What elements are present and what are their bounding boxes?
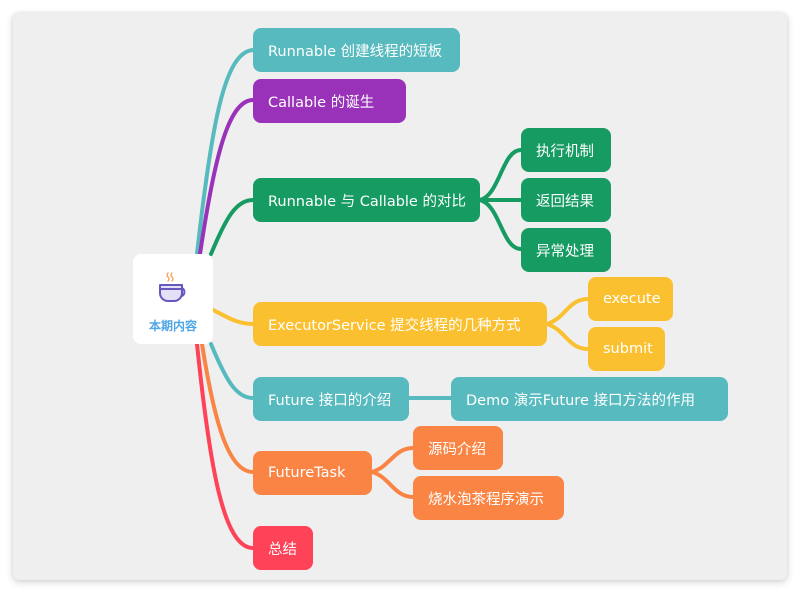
branch-runnable-shortcoming[interactable]: Runnable 创建线程的短板: [253, 28, 460, 72]
child-return-result[interactable]: 返回结果: [521, 178, 611, 222]
child-execute[interactable]: execute: [588, 277, 673, 321]
child-tea-demo[interactable]: 烧水泡茶程序演示: [413, 476, 564, 520]
child-future-demo[interactable]: Demo 演示Future 接口方法的作用: [451, 377, 728, 421]
root-node[interactable]: 本期内容: [133, 254, 213, 344]
child-exception-handling[interactable]: 异常处理: [521, 228, 611, 272]
branch-callable-birth[interactable]: Callable 的诞生: [253, 79, 406, 123]
child-source-intro[interactable]: 源码介绍: [413, 426, 503, 470]
branch-summary[interactable]: 总结: [253, 526, 313, 570]
branch-futuretask[interactable]: FutureTask: [253, 451, 372, 495]
coffee-cup-icon: [159, 271, 186, 302]
child-submit[interactable]: submit: [588, 327, 665, 371]
root-label: 本期内容: [148, 318, 197, 333]
child-execution-mechanism[interactable]: 执行机制: [521, 128, 611, 172]
branch-runnable-vs-callable[interactable]: Runnable 与 Callable 的对比: [253, 178, 480, 222]
branch-future-interface[interactable]: Future 接口的介绍: [253, 377, 409, 421]
branch-executorservice-submit[interactable]: ExecutorService 提交线程的几种方式: [253, 302, 547, 346]
